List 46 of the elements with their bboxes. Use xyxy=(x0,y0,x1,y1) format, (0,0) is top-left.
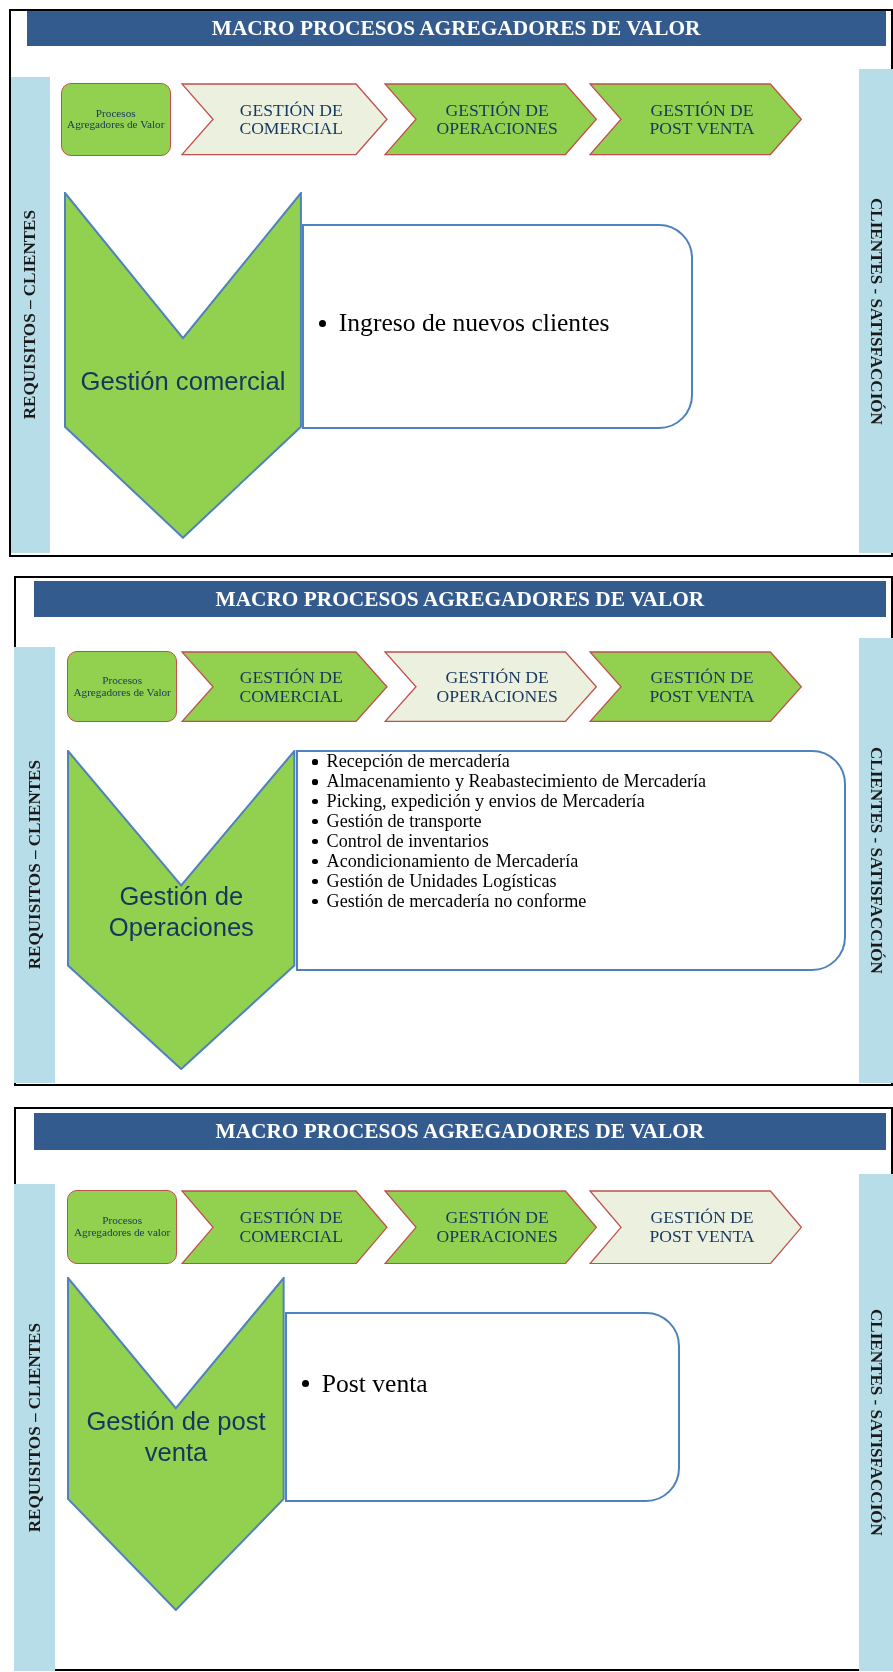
side-band-label: CLIENTES - SATISFACCIÓN xyxy=(865,1308,886,1536)
side-band-label: CLIENTES - SATISFACCIÓN xyxy=(865,197,886,425)
side-band-label: REQUISITOS – CLIENTES xyxy=(24,760,45,970)
process-step-label: GESTIÓN DE POST VENTA xyxy=(648,668,756,705)
process-step-label: GESTIÓN DE COMERCIAL xyxy=(238,668,345,705)
bullet-text: Gestión de transporte xyxy=(326,811,482,832)
side-band-label: REQUISITOS – CLIENTES xyxy=(24,1322,45,1533)
side-band-label: CLIENTES - SATISFACCIÓN xyxy=(865,747,886,974)
description-box xyxy=(284,1312,680,1503)
header-title: MACRO PROCESOS AGREGADORES DE VALOR xyxy=(215,586,705,612)
side-band xyxy=(13,646,56,1083)
bullet-text: Post venta xyxy=(321,1369,428,1398)
header-bar xyxy=(26,10,886,46)
header-title: MACRO PROCESOS AGREGADORES DE VALOR xyxy=(211,15,701,41)
side-band xyxy=(858,69,893,553)
header-bar xyxy=(34,581,886,617)
description-box xyxy=(301,224,694,429)
process-step-label: GESTIÓN DE OPERACIONES xyxy=(435,668,559,705)
process-title: Gestión comercial xyxy=(79,365,287,397)
side-band xyxy=(858,1173,893,1671)
description-box xyxy=(295,750,847,971)
process-title: Gestión de Operaciones xyxy=(107,881,255,943)
process-step-label: GESTIÓN DE OPERACIONES xyxy=(435,101,559,138)
process-label: Procesos Agregadores de Valor xyxy=(73,674,172,699)
side-band-label: REQUISITOS – CLIENTES xyxy=(20,210,41,420)
header-title: MACRO PROCESOS AGREGADORES DE VALOR xyxy=(215,1118,705,1144)
bullet-text: Picking, expedición y envios de Mercadería xyxy=(326,791,645,812)
process-label: Procesos Agregadores de valor xyxy=(73,1215,172,1239)
process-step-label: GESTIÓN DE POST VENTA xyxy=(648,101,756,138)
side-band xyxy=(13,1184,56,1671)
bullet-text: Almacenamiento y Reabastecimiento de Mercadería xyxy=(326,772,707,792)
bullet-text: Gestión de mercadería no conforme xyxy=(326,891,587,912)
side-band xyxy=(10,76,51,553)
bullet-text: Ingreso de nuevos clientes xyxy=(338,309,610,338)
bullet-text: Recepción de mercadería xyxy=(326,752,510,772)
process-step-label: GESTIÓN DE COMERCIAL xyxy=(238,1208,345,1246)
process-step-label: GESTIÓN DE OPERACIONES xyxy=(435,1208,559,1246)
process-label: Procesos Agregadores de Valor xyxy=(66,107,165,132)
side-band xyxy=(858,638,893,1083)
header-bar xyxy=(34,1112,886,1151)
process-title: Gestión de post venta xyxy=(85,1406,267,1468)
bullet-text: Control de inventarios xyxy=(326,831,489,852)
bullet-text: Acondicionamiento de Mercadería xyxy=(326,851,579,872)
process-step-label: GESTIÓN DE POST VENTA xyxy=(648,1208,756,1246)
bullet-text: Gestión de Unidades Logísticas xyxy=(326,871,557,892)
process-step-label: GESTIÓN DE COMERCIAL xyxy=(238,101,345,138)
